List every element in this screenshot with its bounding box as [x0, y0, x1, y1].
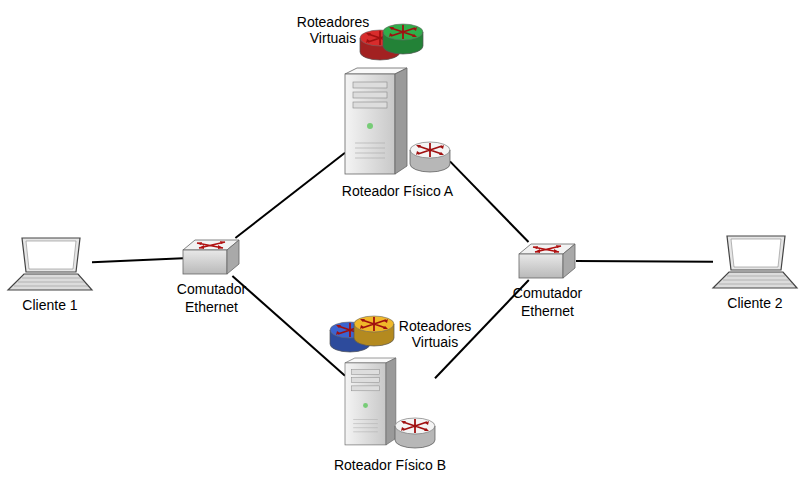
network-link: [576, 260, 713, 263]
network-link: [92, 258, 183, 262]
node-label: Roteador Físico B: [334, 456, 446, 474]
physical-router: Roteador Físico B: [345, 358, 435, 452]
node-label: Comutador Ethernet: [166, 280, 258, 316]
network-link: [232, 276, 345, 376]
ethernet-switch: Comutador Ethernet: [519, 242, 576, 280]
virtual-routers-label: Roteadores Virtuais: [398, 318, 472, 350]
virtual-routers-label: Roteadores Virtuais: [296, 14, 370, 46]
node-label: Cliente 2: [727, 294, 782, 312]
ethernet-switch: Comutador Ethernet: [183, 238, 240, 276]
network-link: [235, 153, 345, 238]
node-label: Roteador Físico A: [342, 182, 453, 200]
client-laptop: Cliente 2: [713, 236, 797, 290]
node-label: Cliente 1: [22, 296, 77, 314]
physical-router: Roteador Físico A: [345, 68, 450, 178]
node-label: Comutador Ethernet: [502, 284, 594, 320]
client-laptop: Cliente 1: [8, 238, 92, 292]
network-link: [450, 161, 529, 242]
